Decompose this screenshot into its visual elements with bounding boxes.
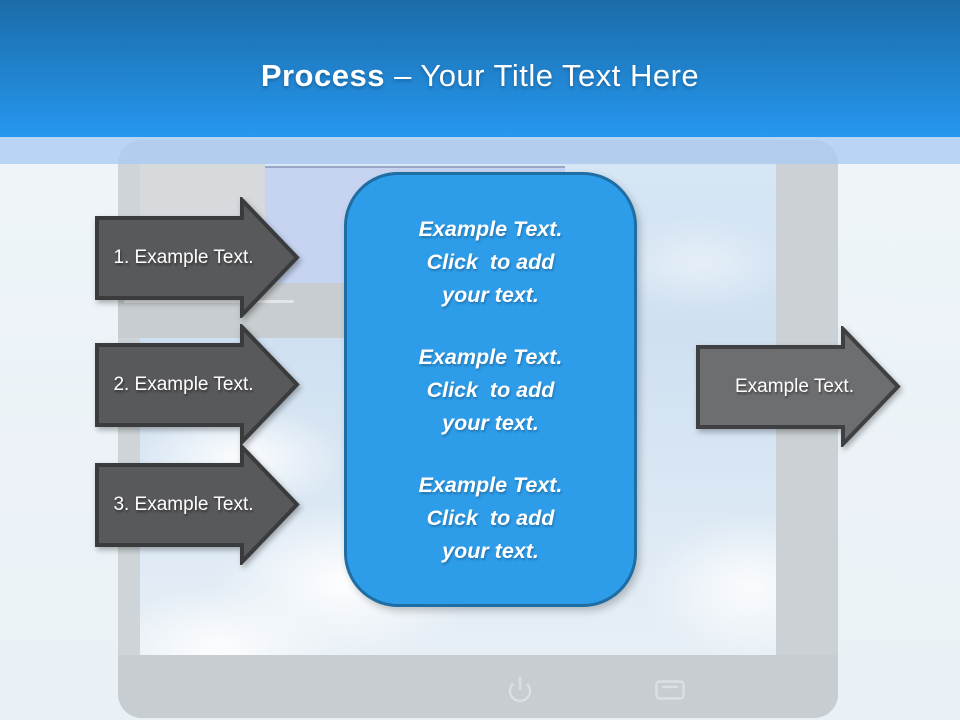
title-keyword: Process (260, 57, 385, 93)
process-arrow-3-label: 3. Example Text. (113, 493, 254, 515)
result-arrow[interactable]: Example Text. (696, 326, 901, 447)
panel-line: Click to add (426, 250, 555, 274)
panel-line: Example Text. (418, 345, 563, 369)
slide-header: Process – Your Title Text Here (0, 0, 960, 137)
photo-highlight-line (124, 300, 294, 303)
process-arrow-2-label: 2. Example Text. (113, 373, 254, 395)
cloud (640, 513, 776, 655)
power-icon (508, 676, 532, 703)
panel-text-block-2: Example Text. Click to add your text. (363, 341, 618, 440)
process-arrow-1[interactable]: 1. Example Text. (95, 197, 300, 318)
arrow-shape (95, 324, 300, 445)
menu-icon (655, 680, 685, 700)
panel-line: your text. (442, 539, 539, 563)
panel-line: Example Text. (418, 473, 563, 497)
process-arrow-1-label: 1. Example Text. (113, 246, 254, 268)
title-subtext: – Your Title Text Here (384, 57, 700, 93)
center-text-panel[interactable]: Example Text. Click to add your text. Ex… (344, 172, 637, 607)
process-arrow-3[interactable]: 3. Example Text. (95, 444, 300, 565)
panel-line: your text. (442, 283, 539, 307)
process-arrow-2[interactable]: 2. Example Text. (95, 324, 300, 445)
result-arrow-label: Example Text. (735, 375, 854, 397)
slide-title[interactable]: Process – Your Title Text Here (261, 58, 699, 94)
header-underline-band (0, 137, 960, 164)
panel-line: Click to add (426, 506, 555, 530)
arrow-shape (95, 197, 300, 318)
panel-line: your text. (442, 411, 539, 435)
arrow-shape (696, 326, 901, 447)
panel-text-block-3: Example Text. Click to add your text. (363, 469, 618, 568)
panel-line: Click to add (426, 378, 555, 402)
panel-text-block-1: Example Text. Click to add your text. (363, 213, 618, 312)
tablet-bottom-bezel (118, 655, 838, 718)
arrow-shape (95, 444, 300, 565)
panel-line: Example Text. (418, 217, 563, 241)
